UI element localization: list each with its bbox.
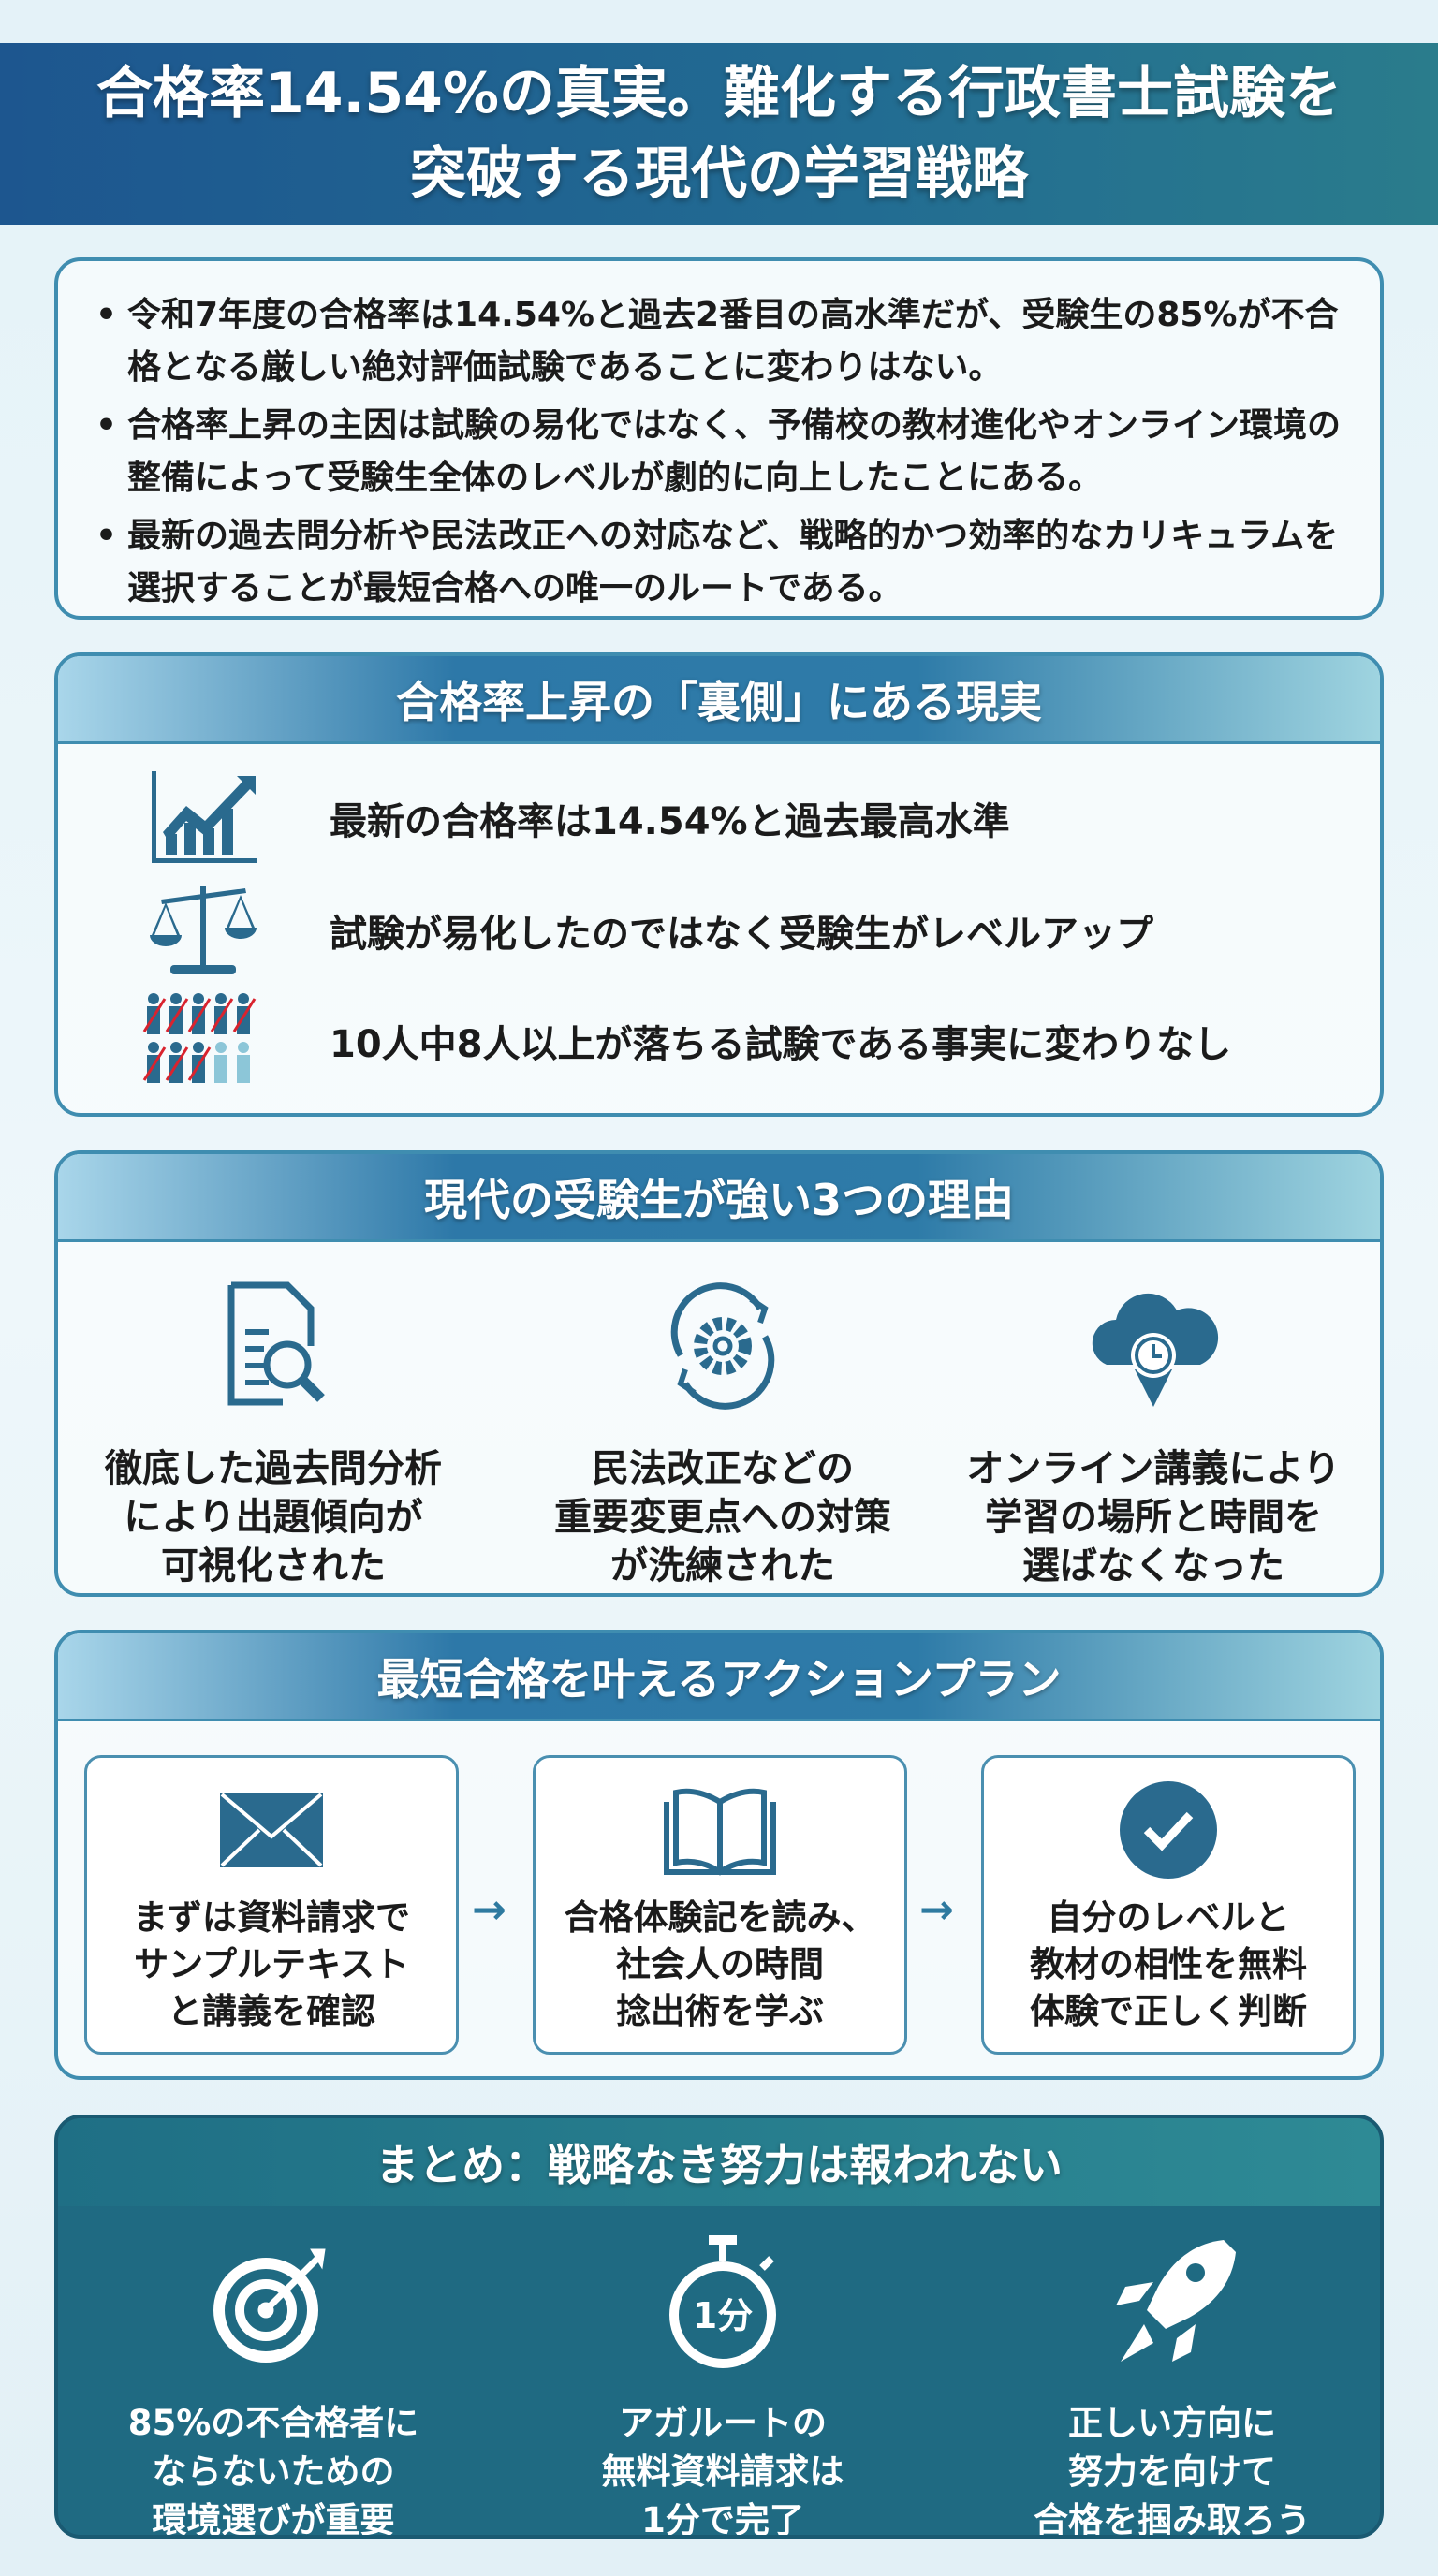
summary-box: 令和7年度の合格率は14.54%と過去2番目の高水準だが、受験生の85%が不合格…	[54, 257, 1384, 620]
summary-bullet: 令和7年度の合格率は14.54%と過去2番目の高水準だが、受験生の85%が不合格…	[95, 289, 1343, 394]
page-title: 合格率14.54%の真実。難化する行政書士試験を突破する現代の学習戦略	[0, 43, 1438, 225]
plan-line: まずは資料請求で	[133, 1897, 410, 1938]
plan-line: 合格体験記を読み、	[564, 1897, 876, 1938]
document-search-icon	[227, 1281, 325, 1406]
target-icon	[213, 2248, 326, 2363]
plan-line: 教材の相性を無料	[1030, 1944, 1307, 1984]
scales-icon	[150, 886, 257, 974]
reality-item: 10人中8人以上が落ちる試験である事実に変わりなし	[142, 989, 1231, 1092]
conclusion-line: 85%の不合格者に	[127, 2403, 419, 2443]
section-heading: 現代の受験生が強い3つの理由	[58, 1154, 1380, 1242]
conclusion-line: 正しい方向に	[1068, 2403, 1276, 2443]
reality-section: 合格率上昇の「裏側」にある現実 最新の合格率は14.54%と過去最高水準 試験が…	[54, 652, 1384, 1117]
stopwatch-badge: 1分	[693, 2295, 753, 2336]
section-heading: まとめ：戦略なき努力は報われない	[58, 2118, 1380, 2206]
conclusion-line: 無料資料請求は	[601, 2452, 844, 2492]
plan-line: 自分のレベルと	[1047, 1897, 1290, 1938]
reason-line: 民法改正などの	[592, 1447, 854, 1490]
conclusion-line: 努力を向けて	[1068, 2452, 1276, 2492]
reality-text: 10人中8人以上が落ちる試験である事実に変わりなし	[330, 1023, 1232, 1066]
envelope-icon	[220, 1793, 323, 1867]
reason-line: が洗練された	[610, 1544, 835, 1588]
reason-line: 重要変更点への対策	[554, 1496, 891, 1539]
check-circle-icon	[1120, 1781, 1217, 1879]
plan-line: 体験で正しく判断	[1030, 1991, 1307, 2031]
reason-item: 徹底した過去問分析により出題傾向が可視化された	[67, 1276, 479, 1590]
arrow-right-icon: →	[472, 1886, 506, 1934]
plan-step-card: まずは資料請求でサンプルテキストと講義を確認	[84, 1755, 459, 2055]
plan-step-card: 合格体験記を読み、社会人の時間捻出術を学ぶ	[533, 1755, 907, 2055]
reason-item: オンライン講義により学習の場所と時間を選ばなくなった	[947, 1276, 1359, 1590]
summary-bullet: 合格率上昇の主因は試験の易化ではなく、予備校の教材進化やオンライン環境の整備によ…	[95, 400, 1343, 505]
reason-line: 可視化された	[161, 1544, 386, 1588]
title-line-1: 合格率14.54%の真実。難化する行政書士試験を	[96, 61, 1342, 126]
reality-item: 試験が易化したのではなく受験生がレベルアップ	[142, 879, 1153, 982]
plan-line: 捻出術を学ぶ	[616, 1991, 824, 2031]
section-heading: 最短合格を叶えるアクションプラン	[58, 1633, 1380, 1721]
conclusion-section: まとめ：戦略なき努力は報われない 85%の不合格者にならないための環境選びが重要…	[54, 2115, 1384, 2539]
summary-bullet: 最新の過去問分析や民法改正への対応など、戦略的かつ効率的なカリキュラムを選択する…	[95, 510, 1343, 615]
cloud-clock-icon	[1092, 1293, 1219, 1407]
reason-line: 学習の場所と時間を	[985, 1496, 1322, 1539]
reality-item: 最新の合格率は14.54%と過去最高水準	[142, 767, 1010, 870]
section-heading: 合格率上昇の「裏側」にある現実	[58, 656, 1380, 744]
plan-line: サンプルテキスト	[134, 1944, 409, 1984]
arrow-right-icon: →	[919, 1886, 954, 1934]
gear-cycle-icon	[670, 1282, 775, 1410]
plan-line: と講義を確認	[168, 1991, 375, 2031]
reasons-section: 現代の受験生が強い3つの理由 徹底した過去問分析により出題傾向が可視化された 民…	[54, 1150, 1384, 1597]
conclusion-line: 1分で完了	[641, 2500, 804, 2539]
reason-line: により出題傾向が	[124, 1496, 423, 1539]
conclusion-item: 85%の不合格者にならないための環境選びが重要	[67, 2231, 479, 2539]
conclusion-line: ならないための	[152, 2452, 395, 2492]
stopwatch-icon: 1分	[669, 2235, 776, 2368]
conclusion-line: 合格を掴み取ろう	[1034, 2500, 1311, 2539]
rocket-icon	[1116, 2240, 1236, 2362]
reason-line: 徹底した過去問分析	[105, 1447, 442, 1490]
reason-item: 民法改正などの重要変更点への対策が洗練された	[517, 1276, 929, 1590]
conclusion-line: アガルートの	[619, 2403, 827, 2443]
book-icon	[664, 1788, 776, 1876]
plan-step-card: 自分のレベルと教材の相性を無料体験で正しく判断	[981, 1755, 1356, 2055]
conclusion-line: 環境選びが重要	[152, 2500, 395, 2539]
chart-up-icon	[152, 771, 257, 863]
reality-text: 試験が易化したのではなく受験生がレベルアップ	[330, 913, 1153, 956]
conclusion-item: 1分 アガルートの無料資料請求は 1分で完了	[517, 2231, 929, 2539]
title-line-2: 突破する現代の学習戦略	[410, 141, 1028, 207]
reason-line: 選ばなくなった	[1022, 1544, 1284, 1588]
reason-line: オンライン講義により	[966, 1447, 1341, 1490]
people-icon	[142, 993, 257, 1083]
reality-text: 最新の合格率は14.54%と過去最高水準	[330, 800, 1010, 843]
conclusion-item: 正しい方向に努力を向けて合格を掴み取ろう	[966, 2231, 1378, 2539]
plan-line: 社会人の時間	[616, 1944, 824, 1984]
plan-section: 最短合格を叶えるアクションプラン まずは資料請求でサンプルテキストと講義を確認 …	[54, 1630, 1384, 2080]
